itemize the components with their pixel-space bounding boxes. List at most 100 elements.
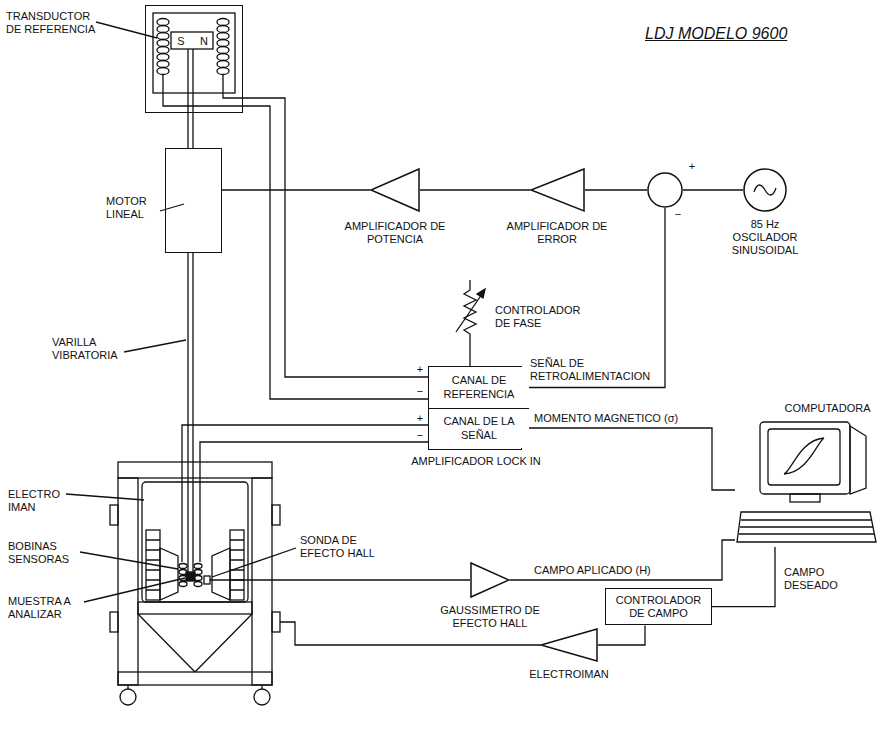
signal-wire	[510, 540, 735, 580]
polarity-sign: −	[415, 385, 425, 398]
signal-wire	[598, 625, 645, 645]
sample	[186, 572, 195, 581]
frame-cross-bar	[138, 602, 252, 614]
callout-label: VARILLA VIBRATORIA	[52, 336, 132, 362]
callout-label: TRANSDUCTOR DE REFERENCIA	[6, 10, 98, 36]
callout-label: ELECTRO IMAN	[8, 488, 70, 514]
node-label: ELECTROIMAN	[528, 668, 610, 681]
process-box: CONTROLADOR DE CAMPO	[605, 588, 712, 625]
coil-turn	[157, 61, 169, 68]
coil-lead	[163, 75, 243, 106]
oscillator-circle-outline	[743, 168, 787, 212]
coil-turn	[157, 54, 169, 61]
monitor-stand	[790, 494, 820, 502]
polarity-sign: +	[415, 412, 425, 425]
node-label: CANAL DE LA SEÑAL	[429, 415, 529, 441]
signal-wire	[420, 189, 530, 190]
sine-symbol	[754, 185, 776, 195]
coil-lead	[223, 75, 243, 98]
keyboard-keys	[739, 520, 874, 534]
wheel	[254, 689, 270, 705]
signal-wire	[683, 189, 743, 190]
channel-box: CANAL DE REFERENCIA	[429, 367, 529, 408]
arrowhead	[477, 289, 485, 298]
callout-label: SONDA DE EFECTO HALL	[300, 534, 384, 560]
leader-line	[160, 204, 184, 211]
hysteresis-loop	[784, 438, 824, 474]
frame-brace	[138, 614, 252, 672]
node-label: CANAL DE REFERENCIA	[429, 374, 529, 400]
signal-wire	[243, 106, 429, 399]
leader-line	[84, 578, 185, 602]
coil-turn	[217, 47, 229, 54]
frame-post	[118, 478, 138, 685]
screen	[768, 429, 840, 485]
callout-label: CONTROLADOR DE FASE	[495, 304, 590, 330]
winding-lines	[146, 540, 244, 590]
leader-line	[212, 548, 296, 577]
monitor-side	[850, 426, 866, 494]
node-label: MOTOR LINEAL	[106, 195, 160, 221]
amplifier-triangle-outline	[530, 168, 585, 212]
sense-coil	[194, 564, 202, 569]
signal-wire	[200, 442, 428, 562]
sense-coil	[194, 582, 202, 587]
wheel-axle	[128, 685, 262, 689]
drawing	[66, 13, 876, 705]
mount-block	[272, 505, 280, 525]
node-label: COMPUTADORA	[780, 402, 875, 415]
signal-wire	[712, 547, 775, 607]
coil-turn	[217, 19, 229, 26]
signal-label: SEÑAL DE RETROALIMENTACION	[528, 357, 658, 383]
amplifier-triangle-outline	[470, 562, 510, 598]
motor-box: MOTOR LINEAL	[165, 148, 222, 253]
amplifier-triangle	[541, 629, 597, 661]
sense-coil	[179, 582, 187, 587]
coil-turn	[157, 33, 169, 40]
pole-piece	[160, 548, 178, 600]
coil-turn	[157, 47, 169, 54]
node-label: S	[175, 35, 187, 48]
oscillator-circle: 85 Hz OSCILADOR SINUSOIDAL	[743, 168, 787, 212]
coil-turn	[217, 40, 229, 47]
node-label: 85 Hz OSCILADOR SINUSOIDAL	[725, 218, 805, 258]
coil-turn	[217, 54, 229, 61]
oscillator-circle	[744, 169, 786, 211]
summing-junction-outline	[647, 172, 683, 208]
signal-label: CAMPO APLICADO (H)	[532, 564, 653, 577]
signal-wire	[182, 425, 428, 562]
amplifier-triangle	[371, 169, 419, 211]
polarity-sign: +	[415, 363, 425, 376]
monitor	[760, 422, 850, 494]
polarity-sign: −	[415, 429, 425, 442]
node-label: AMPLIFICADOR LOCK IN	[406, 455, 546, 468]
coil-turn	[217, 33, 229, 40]
hall-probe	[204, 576, 210, 584]
summing-junction	[648, 173, 682, 207]
magnet	[171, 32, 213, 49]
leader-line	[80, 552, 178, 569]
frame-post	[252, 478, 272, 685]
summing-junction: +−	[647, 172, 683, 208]
leader-line	[124, 340, 186, 352]
signal-label: CAMPO DESEADO	[782, 566, 846, 592]
computer: COMPUTADORA	[735, 402, 878, 547]
node-label: AMPLIFICADOR DE ERROR	[504, 220, 610, 246]
leader-line	[66, 494, 144, 500]
wheel	[120, 689, 136, 705]
coil-turn	[157, 40, 169, 47]
coil-turn	[157, 19, 169, 26]
amplifier-triangle: GAUSSIMETRO DE EFECTO HALL	[470, 562, 510, 598]
node-label: AMPLIFICADOR DE POTENCIA	[342, 220, 448, 246]
leader-line	[96, 22, 157, 38]
amplifier-triangle	[531, 169, 584, 211]
magnet-top-bar	[118, 462, 272, 478]
signal-wire	[585, 189, 647, 190]
callout-label: BOBINAS SENSORAS	[8, 540, 86, 566]
keyboard	[737, 512, 876, 542]
diagram-title: LDJ MODELO 9600	[645, 24, 787, 43]
node-label: GAUSSIMETRO DE EFECTO HALL	[435, 604, 545, 630]
vibrating-rod	[188, 49, 193, 572]
